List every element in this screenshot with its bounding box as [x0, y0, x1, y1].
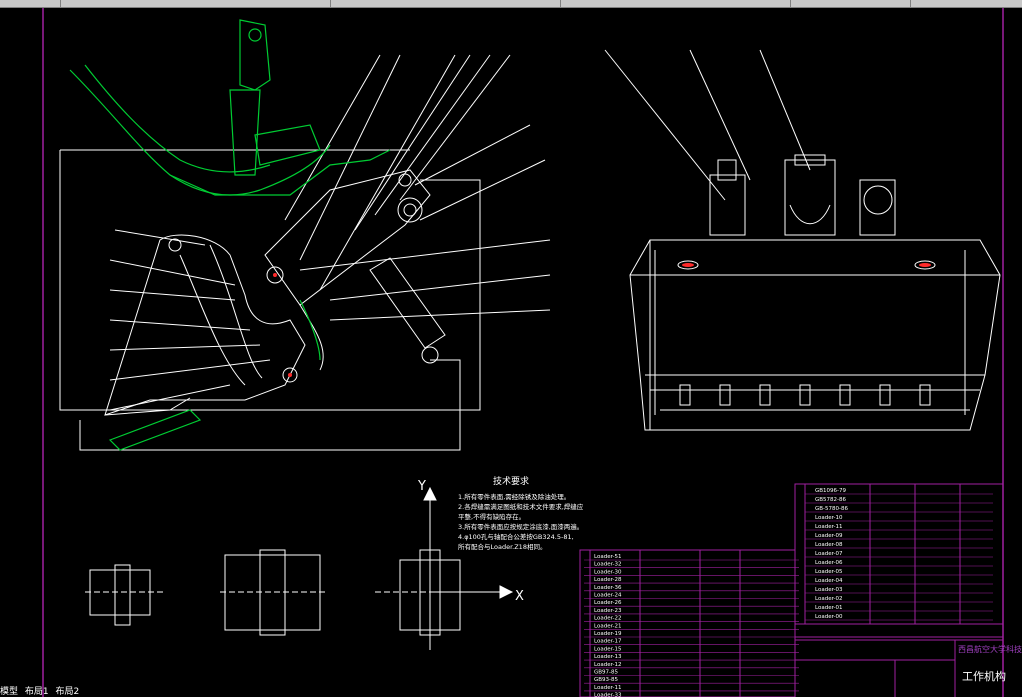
front-view-marks: [682, 263, 931, 267]
bom-row-part-code: Loader-10: [815, 515, 843, 521]
drawing-name: 工作机构: [962, 669, 1006, 683]
bom-row-part-code: Loader-07: [815, 551, 843, 557]
bom-row-part-code: Loader-21: [594, 623, 621, 629]
bom-right-rows: GB1096-79GB5782-86GB-5780-86Loader-10Loa…: [805, 488, 993, 621]
toolbar-strip: [0, 0, 1022, 8]
toolbar-segment[interactable]: [0, 0, 61, 7]
front-view: [604, 49, 1001, 431]
toolbar-segment[interactable]: [60, 0, 331, 7]
bom-row-part-code: Loader-00: [815, 614, 843, 620]
tech-line: 2.各焊缝需满足图纸和技术文件要求,焊缝应: [458, 502, 584, 511]
x-axis-label: X: [515, 589, 524, 604]
bom-row-part-code: Loader-26: [594, 600, 622, 606]
tech-line: 平整,不得有缺陷存在。: [458, 512, 525, 521]
school-name: 西昌航空大学科技学院: [958, 644, 1022, 654]
tech-line: 1.所有零件表面,需经除锈及除油处理。: [458, 492, 570, 501]
detail-views: [85, 486, 514, 650]
bom-row-part-code: GB97-85: [594, 670, 619, 676]
tab-layout2[interactable]: 布局2: [55, 687, 80, 697]
bom-row-part-code: Loader-30: [594, 569, 622, 575]
bom-row-part-code: Loader-17: [594, 639, 622, 645]
bom-row-part-code: Loader-08: [815, 542, 843, 548]
bom-row-part-code: Loader-15: [594, 646, 622, 652]
bom-row-part-code: Loader-05: [815, 569, 843, 575]
side-view: [59, 54, 551, 451]
bom-row-part-code: Loader-02: [815, 596, 842, 602]
bom-row-part-code: Loader-28: [594, 577, 622, 583]
toolbar-segment[interactable]: [330, 0, 561, 7]
bom-left-table: [579, 549, 1003, 697]
bom-row-part-code: Loader-04: [815, 578, 843, 584]
tab-layout1[interactable]: 布局1: [24, 687, 49, 697]
y-axis-label: Y: [417, 479, 426, 494]
bom-row-part-code: Loader-19: [594, 631, 622, 637]
bom-row-part-code: Loader-22: [594, 616, 621, 622]
tech-requirements: 技术要求 1.所有零件表面,需经除锈及除油处理。 2.各焊缝需满足图纸和技术文件…: [458, 475, 584, 551]
bom-row-part-code: Loader-33: [594, 693, 622, 697]
bom-row-part-code: Loader-11: [815, 524, 842, 530]
bom-row-part-code: Loader-32: [594, 562, 621, 568]
tab-model[interactable]: 模型: [0, 687, 19, 697]
bom-row-part-code: Loader-24: [594, 593, 622, 599]
bom-row-part-code: Loader-36: [594, 585, 622, 591]
drawing-canvas[interactable]: Y X 技术要求 1.所有零件表面,需经除锈及除油处理。 2.各焊缝需满足图纸和…: [0, 8, 1022, 697]
layout-tabs: 模型 布局1 布局2: [0, 687, 200, 697]
bom-row-part-code: Loader-03: [815, 587, 843, 593]
bom-row-part-code: Loader-12: [594, 662, 621, 668]
tech-requirements-title: 技术要求: [493, 475, 529, 487]
bom-row-part-code: GB1096-79: [815, 488, 847, 494]
bom-row-part-code: Loader-51: [594, 554, 621, 560]
bom-row-part-code: Loader-23: [594, 608, 622, 614]
green-linkage: [69, 19, 391, 451]
bom-row-part-code: Loader-01: [815, 605, 842, 611]
bom-row-part-code: GB93-85: [594, 677, 619, 683]
bom-row-part-code: GB5782-86: [815, 497, 847, 503]
tech-line: 3.所有零件表面应按规定涂底漆,面漆两遍。: [458, 522, 583, 531]
bom-row-part-code: Loader-11: [594, 685, 621, 691]
bom-left-rows: Loader-51Loader-32Loader-30Loader-28Load…: [584, 554, 799, 697]
title-block: 西昌航空大学科技学院 工作机构: [958, 644, 1022, 683]
tech-line: 4.φ100孔与轴配合公差按GB324.5-81,: [458, 532, 574, 541]
side-view-marks: [273, 273, 292, 377]
bom-row-part-code: Loader-06: [815, 560, 843, 566]
bom-row-part-code: GB-5780-86: [815, 506, 849, 512]
toolbar-segment[interactable]: [560, 0, 791, 7]
toolbar-segment[interactable]: [790, 0, 911, 7]
tech-line: 所有配合与Loader.Z18相同。: [458, 542, 546, 551]
bom-row-part-code: Loader-13: [594, 654, 622, 660]
bom-row-part-code: Loader-09: [815, 533, 843, 539]
